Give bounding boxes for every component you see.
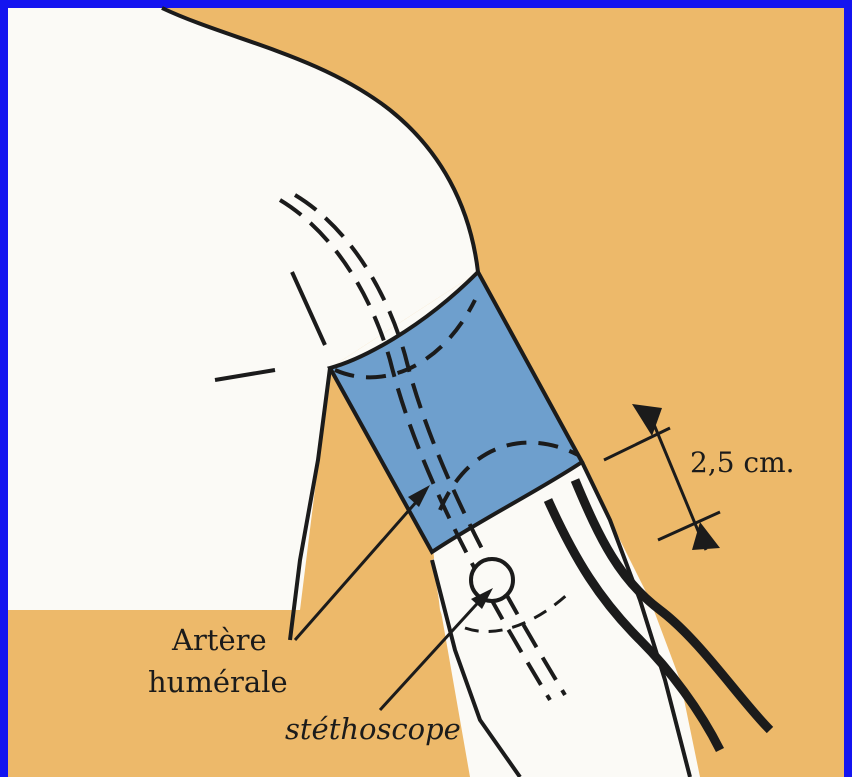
artery-label-line2: humérale [148, 665, 288, 699]
stethoscope-label: stéthoscope [285, 712, 461, 746]
measurement-label: 2,5 cm. [690, 446, 795, 479]
stethoscope-circle [471, 559, 513, 601]
artery-label-line1: Artère [171, 623, 267, 657]
